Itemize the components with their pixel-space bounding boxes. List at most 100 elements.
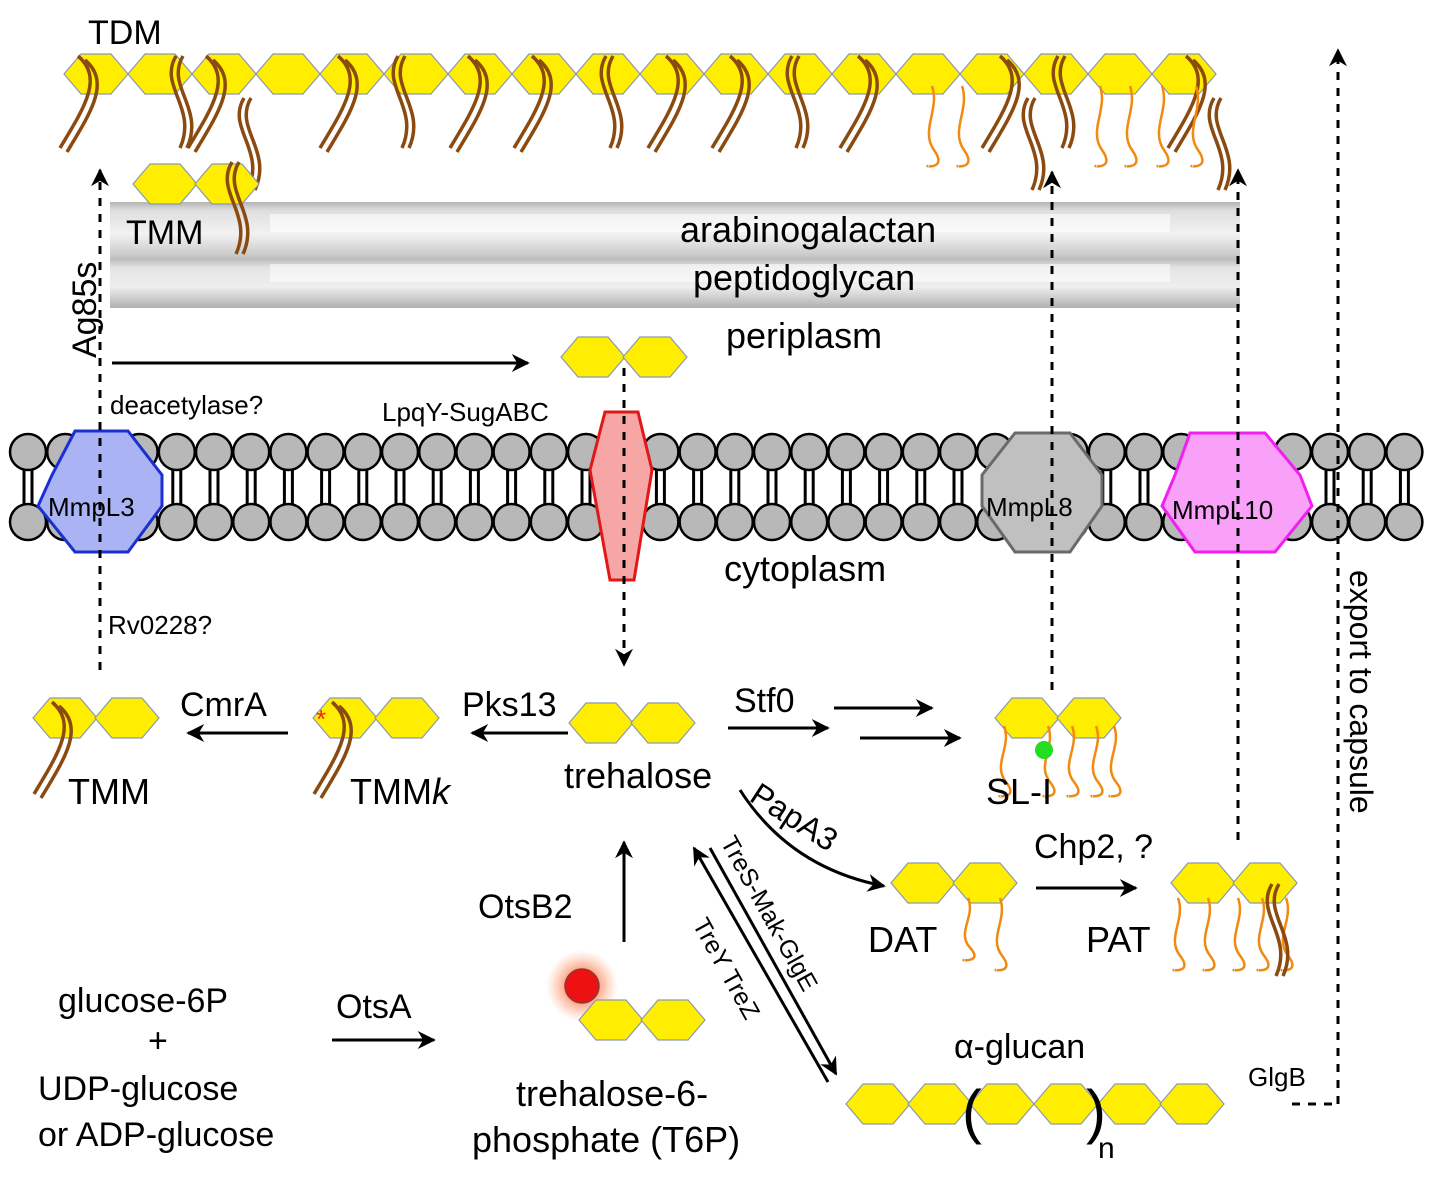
acyl-chain [1232, 897, 1246, 972]
mmpl8-label: MmpL8 [986, 492, 1073, 522]
mycolate-chain [448, 54, 482, 149]
papa3-arrow [738, 789, 886, 892]
keto-asterisk: * [316, 704, 326, 734]
glucan-paren-close: ) [1086, 1078, 1106, 1145]
sl1-label: SL-I [986, 771, 1052, 812]
mycolate-chain [193, 58, 227, 153]
mycolate-chain [244, 97, 262, 191]
lipid-head [8, 432, 48, 472]
mycolate-chain [325, 58, 359, 153]
lipid-head [157, 432, 197, 472]
lipid-head [938, 432, 978, 472]
glucose-ring [568, 702, 634, 744]
acyl-chain [1108, 725, 1122, 798]
trey-trez-label: TreY TreZ [687, 913, 765, 1024]
chp2-label: Chp2, ? [1034, 828, 1153, 866]
glucose-ring [630, 702, 696, 744]
mycolate-chain [1051, 55, 1069, 149]
lipid-head [901, 502, 941, 542]
mycolate-chain [1166, 54, 1200, 149]
glucose-ring [1097, 1083, 1163, 1125]
trehalose-periplasm [560, 336, 688, 378]
acyl-chain [1172, 897, 1186, 972]
mycolate-chain [792, 55, 810, 149]
mycolate-chain [980, 54, 1014, 149]
mycolate-chain [1265, 883, 1283, 977]
acyl-chain [926, 85, 940, 168]
mycolate-chain [32, 700, 66, 795]
mycolate-chain [169, 55, 187, 149]
mmpl10-transporter [1160, 431, 1314, 554]
lipid-head [231, 502, 271, 542]
mycolate-chain [606, 55, 624, 149]
alpha-glucan-molecule [845, 1083, 1225, 1125]
lipid-head [678, 502, 717, 542]
phosphate-group [564, 968, 600, 1004]
lipid-head [1124, 432, 1164, 472]
lipid-head [157, 502, 197, 542]
lipid-head [455, 432, 494, 472]
acyl-chain [1042, 725, 1056, 798]
lipid-head [789, 502, 829, 542]
otsb2-label: OtsB2 [478, 888, 572, 926]
pks13-label: Pks13 [462, 686, 557, 724]
cell-wall [110, 202, 1240, 308]
lipid-head [1310, 502, 1350, 542]
cmra-label: CmrA [180, 686, 267, 724]
glucose-ring [1056, 697, 1122, 739]
tmm-molecule [32, 697, 160, 799]
dat-label: DAT [868, 919, 937, 960]
mycolate-chain [653, 58, 687, 153]
glucose-ring [959, 53, 1025, 95]
acyl-chain [1190, 85, 1204, 168]
sl1-molecule [994, 697, 1122, 798]
tmmk-molecule: * [312, 697, 440, 799]
acyl-chain [994, 897, 1008, 972]
lipid-head [789, 432, 829, 472]
lipid-head [417, 502, 457, 542]
mycolate-chain [1173, 58, 1207, 153]
arabinogalactan-label: arabinogalactan [680, 209, 936, 250]
sulfate-group [1035, 741, 1053, 759]
lipid-head [529, 432, 569, 472]
mycolate-chain [1021, 97, 1039, 191]
glgb-label: GlgB [1248, 1062, 1306, 1092]
lipid-head [715, 502, 755, 542]
glucose-6p-label: glucose-6P [58, 982, 228, 1020]
mycolate-chain [646, 54, 680, 149]
glucose-ring [255, 53, 321, 95]
mycolate-chain [455, 58, 489, 153]
acyl-chain [1124, 85, 1138, 168]
mmpl10-label: MmpL10 [1172, 495, 1273, 525]
trey-arrow [692, 846, 830, 1083]
udp-glucose-label: UDP-glucose [38, 1070, 238, 1108]
lipid-head [380, 432, 420, 472]
periplasm-label: periplasm [726, 315, 882, 356]
glucose-ring [640, 999, 706, 1041]
lipid-head [752, 432, 792, 472]
lipid-head [827, 432, 866, 472]
glucose-ring [895, 53, 961, 95]
mycolate-chain [838, 54, 872, 149]
trehalose-label: trehalose [564, 755, 712, 796]
acyl-chain [1066, 725, 1080, 798]
mycolate-chain [845, 58, 879, 153]
lipid-head [343, 502, 383, 542]
mycolate-chain [318, 54, 352, 149]
mycolate-chain [58, 54, 92, 149]
plus-label: + [148, 1022, 168, 1060]
glucose-ring [767, 53, 833, 95]
glucose-ring [1159, 1083, 1225, 1125]
ag85s-label: Ag85s [66, 262, 104, 358]
t6p-label-line1: trehalose-6- [516, 1073, 708, 1114]
t6p-molecule [546, 950, 706, 1041]
mycolate-chain [987, 58, 1021, 153]
lipid-head [1347, 502, 1387, 542]
export-capsule-label: export to capsule [1343, 570, 1379, 814]
mycolate-chain [65, 58, 99, 153]
mycolate-chain [1058, 55, 1076, 149]
acyl-chain [1090, 725, 1104, 798]
mycolate-chain [312, 700, 346, 795]
